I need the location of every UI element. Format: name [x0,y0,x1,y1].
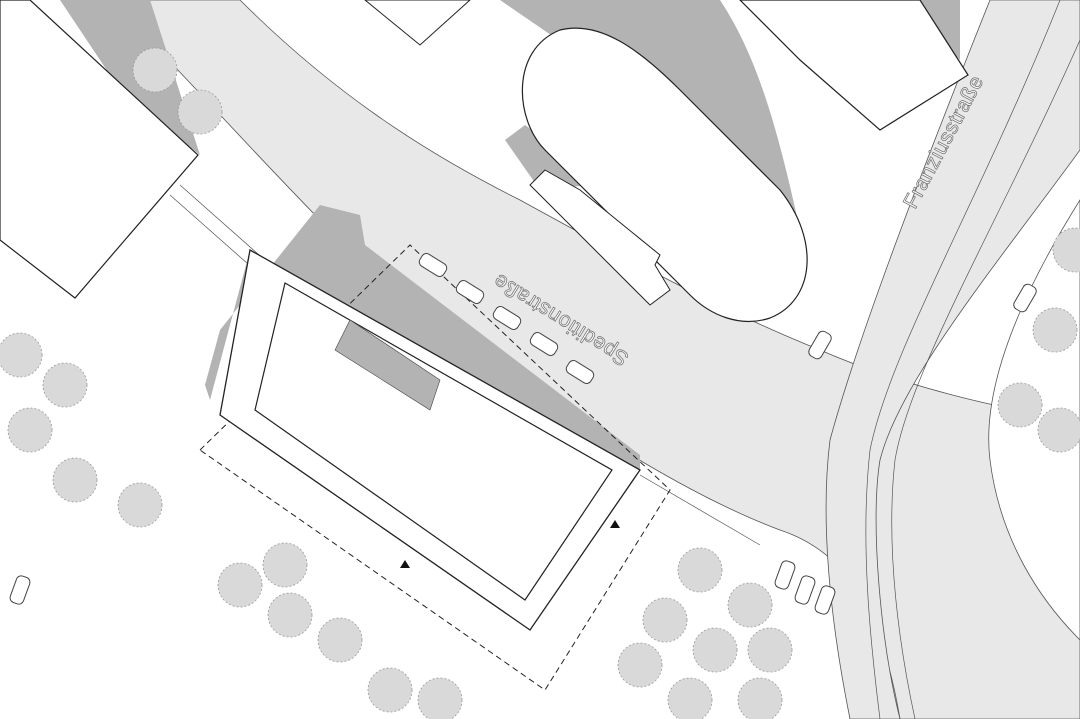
building-northeast [739,0,969,131]
tree-icon [692,627,738,673]
tree-icon [0,332,43,378]
building-oval [521,27,808,322]
tree-icon [217,562,263,608]
roof-structure [334,319,441,411]
shadow [60,0,200,155]
tree-icon [1052,227,1080,273]
car-icon [565,360,595,384]
tree-icon [267,592,313,638]
main-building-shadow [205,205,640,470]
main-building-roof [254,282,613,601]
car-icon [1013,283,1037,313]
tree-icon [117,482,163,528]
building-northwest [0,0,199,299]
entrance-marker [400,560,410,568]
tree-icon [747,627,793,673]
tree-icon [727,582,773,628]
car-icon [418,253,448,277]
building-north-small [364,0,471,46]
tree-icon [52,457,98,503]
tree-icon [667,677,713,719]
building-annex [529,169,671,306]
car-icon [455,280,485,304]
tree-icon [677,547,723,593]
tree-icon [42,362,88,408]
tree-icon [132,47,178,93]
car-icon [814,585,836,615]
tree-icon [7,407,53,453]
tree-icon [642,597,688,643]
shadow [500,0,800,230]
tree-icon [1037,407,1080,453]
tree-icon [177,89,223,135]
trees [0,47,1080,719]
tree-icon [737,677,783,719]
parking-bays [9,253,1037,615]
tree-icon [367,667,413,713]
car-icon [794,575,816,605]
car-icon [774,560,796,590]
road-lane-lines [169,0,1080,719]
car-icon [529,332,559,356]
tree-icon [1032,307,1078,353]
car-icon [492,306,522,330]
tree-icon [317,617,363,663]
franziusstrasse-road [825,0,1080,719]
tree-icon [997,382,1043,428]
tree-icon [262,542,308,588]
car-icon [9,575,31,605]
entrance-marker [610,520,620,528]
tree-icon [417,677,463,719]
car-icon [808,330,832,360]
tree-icon [617,642,663,688]
